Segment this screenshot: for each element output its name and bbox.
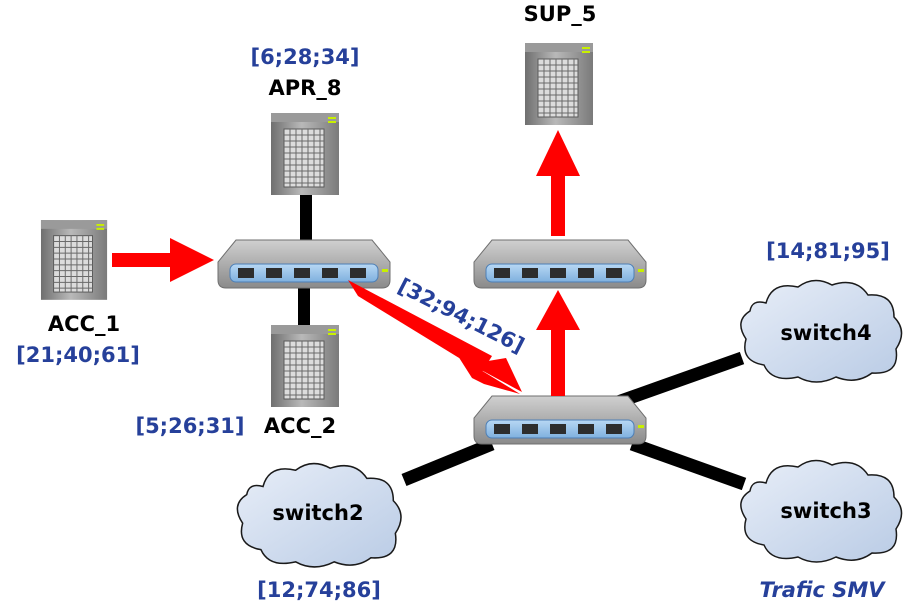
link-center-switch4 xyxy=(615,351,745,409)
sup5-label: SUP_5 xyxy=(524,2,597,26)
link-center-switch3 xyxy=(629,437,747,491)
server-acc2-icon xyxy=(270,324,340,408)
switch-center-icon xyxy=(473,395,647,445)
acc2-counts: [5;26;31] xyxy=(135,414,244,438)
switch4-counts: [14;81;95] xyxy=(766,239,890,263)
link-center-switch2 xyxy=(401,437,495,487)
apr8-label: APR_8 xyxy=(269,76,342,100)
apr8-counts: [6;28;34] xyxy=(250,45,359,69)
server-sup5-icon xyxy=(524,42,594,126)
arrow-center-to-top-right-switch xyxy=(536,290,580,396)
acc1-label: ACC_1 xyxy=(48,312,120,336)
switch4-label: switch4 xyxy=(780,321,871,345)
arrow-left-switch-to-center-switch xyxy=(348,280,522,394)
server-apr8-icon xyxy=(270,112,340,196)
acc1-counts: [21;40;61] xyxy=(16,343,140,367)
switch-left-icon xyxy=(217,239,391,289)
arrow-top-right-switch-to-sup5 xyxy=(536,130,580,236)
traffic-arrows xyxy=(112,130,580,396)
switch3-label: switch3 xyxy=(780,499,871,523)
links xyxy=(298,192,747,491)
server-acc1-icon xyxy=(40,219,108,301)
switch-top-right-icon xyxy=(473,239,647,289)
trafic-legend: Trafic SMV xyxy=(759,578,886,602)
arrow-acc1-to-left-switch xyxy=(112,238,214,282)
switch2-counts: [12;74;86] xyxy=(257,578,381,602)
acc2-label: ACC_2 xyxy=(264,414,336,438)
switch2-label: switch2 xyxy=(272,501,363,525)
